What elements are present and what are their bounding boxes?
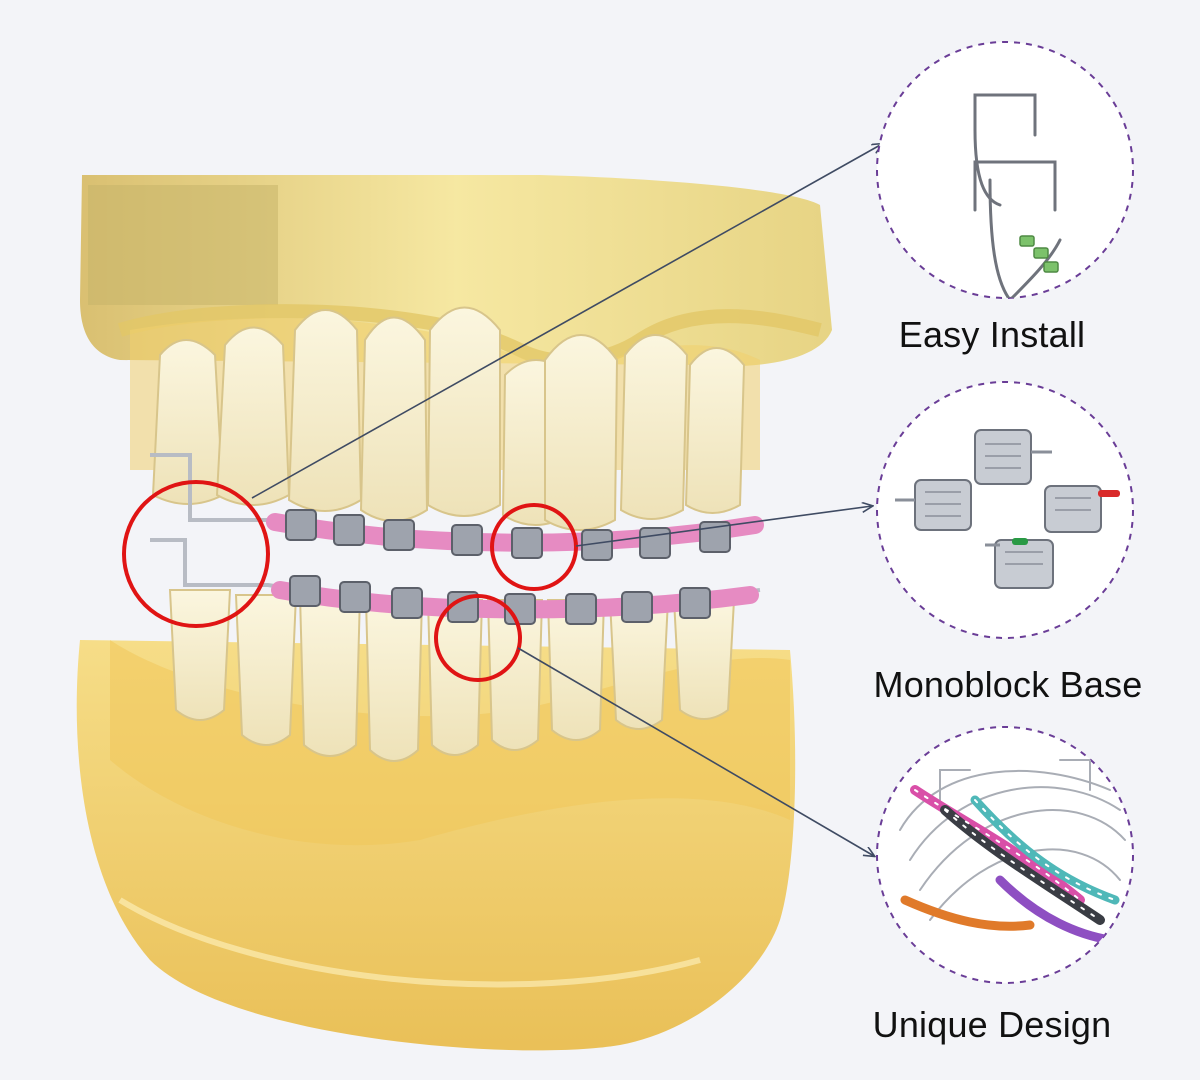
upper-brackets (285, 509, 731, 561)
lower-teeth (168, 589, 736, 762)
leader-lines (251, 144, 882, 856)
dental-model (76, 175, 832, 1051)
wire-clip-icon (973, 93, 1062, 298)
detail-circle-easy-install (876, 41, 1134, 299)
callout-ring-band (434, 594, 522, 682)
feature-label-unique-design: Unique Design (872, 1004, 1112, 1045)
leader-line-unique-design (517, 647, 874, 856)
callout-ring-bracket (490, 503, 578, 591)
leader-line-monoblock-base (575, 506, 872, 547)
upper-teeth (151, 306, 746, 531)
callout-rings (122, 480, 578, 682)
detail-circle-unique-design (876, 726, 1134, 984)
feature-label-easy-install: Easy Install (898, 314, 1086, 355)
detail-circle-monoblock-base (876, 381, 1134, 639)
archwire-icon (899, 759, 1126, 945)
bracket-icon (895, 429, 1120, 589)
callout-ring-wire (122, 480, 270, 628)
feature-label-monoblock-base: Monoblock Base (873, 664, 1143, 705)
lower-brackets (289, 575, 711, 625)
leader-line-easy-install (251, 144, 882, 499)
